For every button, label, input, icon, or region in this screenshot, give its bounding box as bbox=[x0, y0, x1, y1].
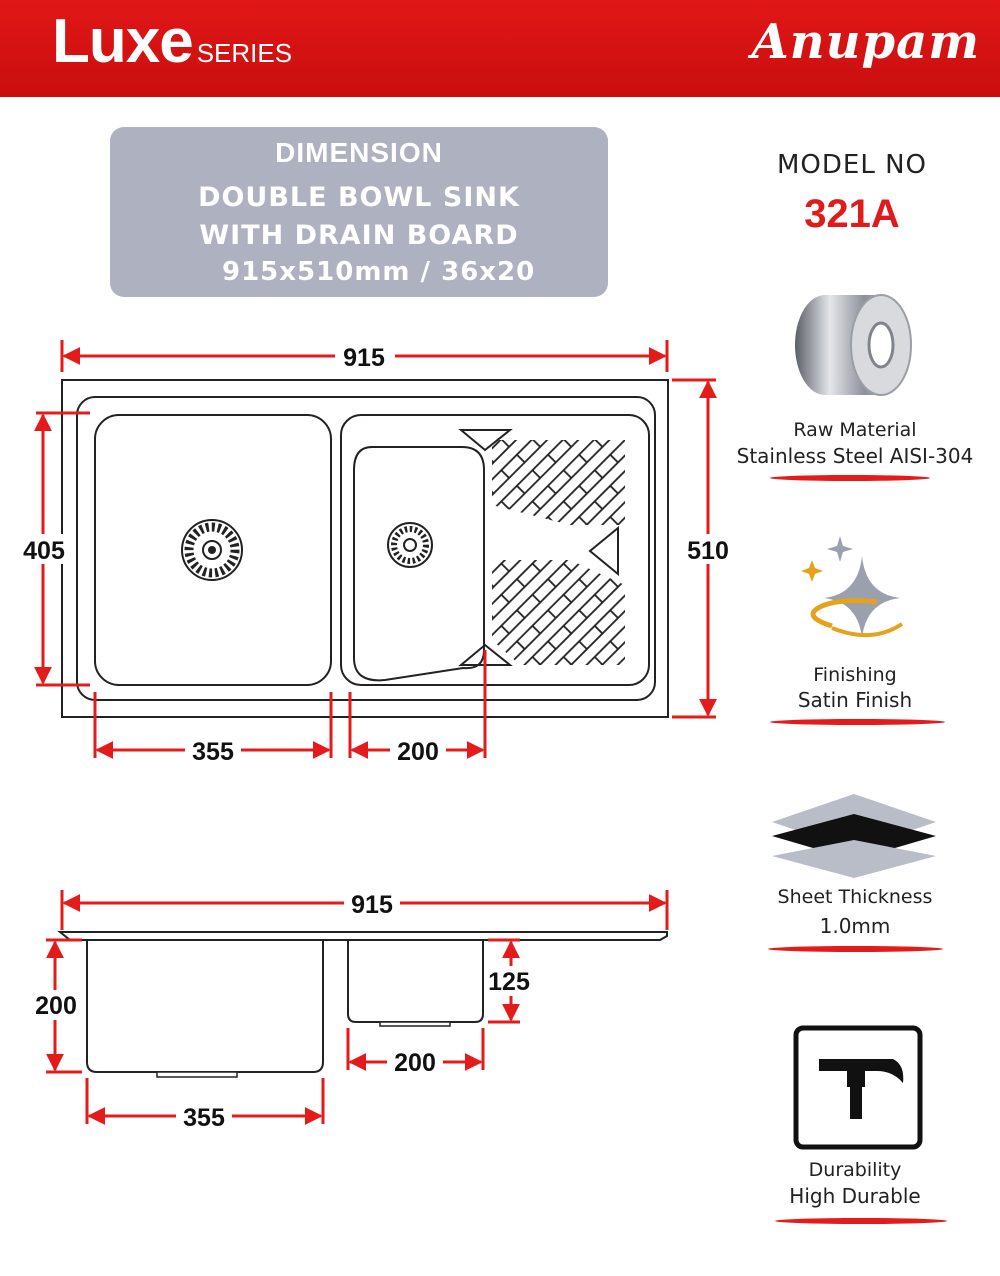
sink-type-line-1: DOUBLE BOWL SINK bbox=[198, 182, 520, 213]
model-label: MODEL NO bbox=[776, 150, 927, 180]
feature-underline bbox=[770, 719, 945, 725]
dimension-title: DIMENSION bbox=[275, 137, 443, 168]
dim-side-small-bowl-depth: 125 bbox=[488, 968, 530, 996]
dimension-panel: DIMENSION DOUBLE BOWL SINK WITH DRAIN BO… bbox=[110, 127, 608, 297]
feature-label-durability: Durability bbox=[808, 1159, 902, 1181]
dim-side-big-bowl-width: 355 bbox=[183, 1104, 225, 1132]
sink-size-line: 915x510mm / 36x20 bbox=[222, 257, 536, 287]
brand-logo: Anupam bbox=[751, 14, 980, 70]
model-number: 321A bbox=[804, 192, 900, 236]
dim-top-small-bowl-width: 200 bbox=[397, 738, 439, 766]
dim-side-overall-width: 915 bbox=[351, 891, 393, 919]
series-word: SERIES bbox=[196, 38, 293, 68]
dim-side-small-bowl-width: 200 bbox=[394, 1049, 436, 1077]
series-brand: Luxe bbox=[52, 7, 194, 76]
feature-value-finishing: Satin Finish bbox=[797, 688, 913, 712]
feature-label-raw-material: Raw Material bbox=[793, 419, 917, 441]
dim-top-big-bowl-width: 355 bbox=[192, 738, 234, 766]
feature-value-durability: High Durable bbox=[789, 1184, 921, 1208]
feature-underline bbox=[775, 1218, 947, 1224]
dim-top-bowl-height: 405 bbox=[23, 537, 65, 565]
hammer-icon bbox=[793, 1025, 923, 1150]
dim-top-overall-width: 915 bbox=[343, 344, 385, 372]
feature-label-finishing: Finishing bbox=[813, 664, 897, 686]
feature-underline bbox=[770, 475, 930, 481]
sparkle-icon bbox=[801, 536, 904, 638]
feature-underline bbox=[768, 946, 943, 952]
dim-top-overall-depth: 510 bbox=[687, 537, 729, 565]
steel-coil-icon bbox=[795, 294, 912, 396]
feature-value-sheet-thickness: 1.0mm bbox=[819, 914, 891, 938]
drain-strainer-icon bbox=[387, 522, 433, 568]
feature-value-raw-material: Stainless Steel AISI-304 bbox=[736, 444, 974, 468]
feature-label-sheet-thickness: Sheet Thickness bbox=[777, 886, 933, 908]
side-view-drawing: 915 200 125 200 355 bbox=[31, 890, 669, 1132]
dim-side-big-bowl-depth: 200 bbox=[35, 992, 77, 1020]
top-view-drawing: 915 510 405 355 200 bbox=[20, 340, 734, 766]
sink-type-line-2: WITH DRAIN BOARD bbox=[199, 220, 519, 251]
drain-strainer-icon bbox=[181, 519, 243, 581]
technical-drawing: 915 510 405 355 200 915 200 bbox=[20, 340, 734, 1132]
layers-icon bbox=[772, 794, 936, 878]
